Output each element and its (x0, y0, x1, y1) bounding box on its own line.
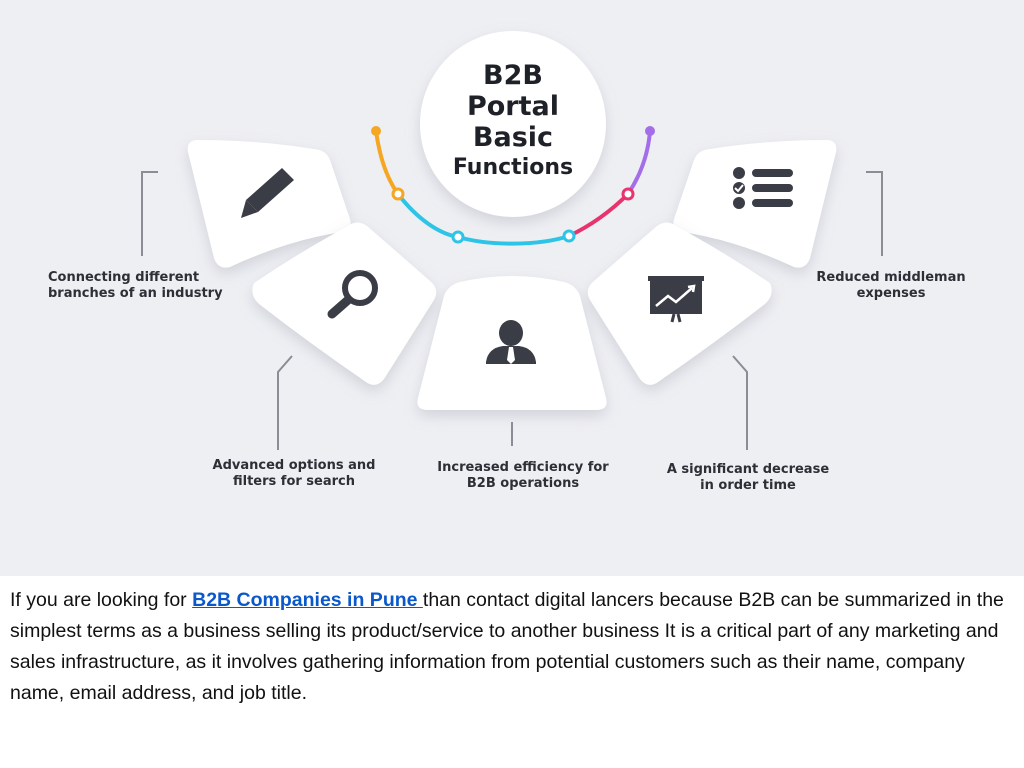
title-line: Basic (472, 122, 554, 153)
title-line: B2B (483, 60, 543, 91)
paragraph-body: than contact digital lancers because B2B… (10, 589, 1004, 704)
title-circle (420, 31, 606, 217)
tile-connecting (187, 140, 351, 268)
label-efficiency: Increased efficiency for B2B operations (437, 460, 609, 491)
magnifier-icon (327, 270, 378, 319)
b2b-infographic: B2B Portal Basic Functions Connecting di… (0, 0, 1024, 576)
label-advanced: Advanced options and filters for search (212, 458, 376, 489)
diagram-graphics (141, 31, 883, 450)
connector-line (141, 171, 158, 256)
b2b-companies-link[interactable]: B2B Companies in Pune (192, 589, 423, 611)
paragraph-intro: If you are looking for (10, 589, 193, 611)
chart-board-icon (648, 276, 704, 323)
label-decrease: A significant decrease in order time (666, 462, 830, 493)
title-line: Portal (466, 91, 560, 122)
connector-line (866, 171, 883, 256)
connector-line (277, 355, 293, 450)
description-paragraph: If you are looking for B2B Companies in … (10, 585, 1014, 709)
businessman-icon (486, 320, 536, 364)
pencil-icon (241, 168, 294, 218)
label-reduced: Reduced middleman expenses (816, 270, 966, 301)
connector-line (732, 355, 748, 450)
title-line: Functions (452, 155, 574, 180)
checklist-icon (733, 167, 793, 209)
arc-nodes (371, 126, 655, 244)
diagram-title: B2B Portal Basic Functions (418, 60, 608, 183)
label-connecting: Connecting different branches of an indu… (48, 270, 223, 301)
